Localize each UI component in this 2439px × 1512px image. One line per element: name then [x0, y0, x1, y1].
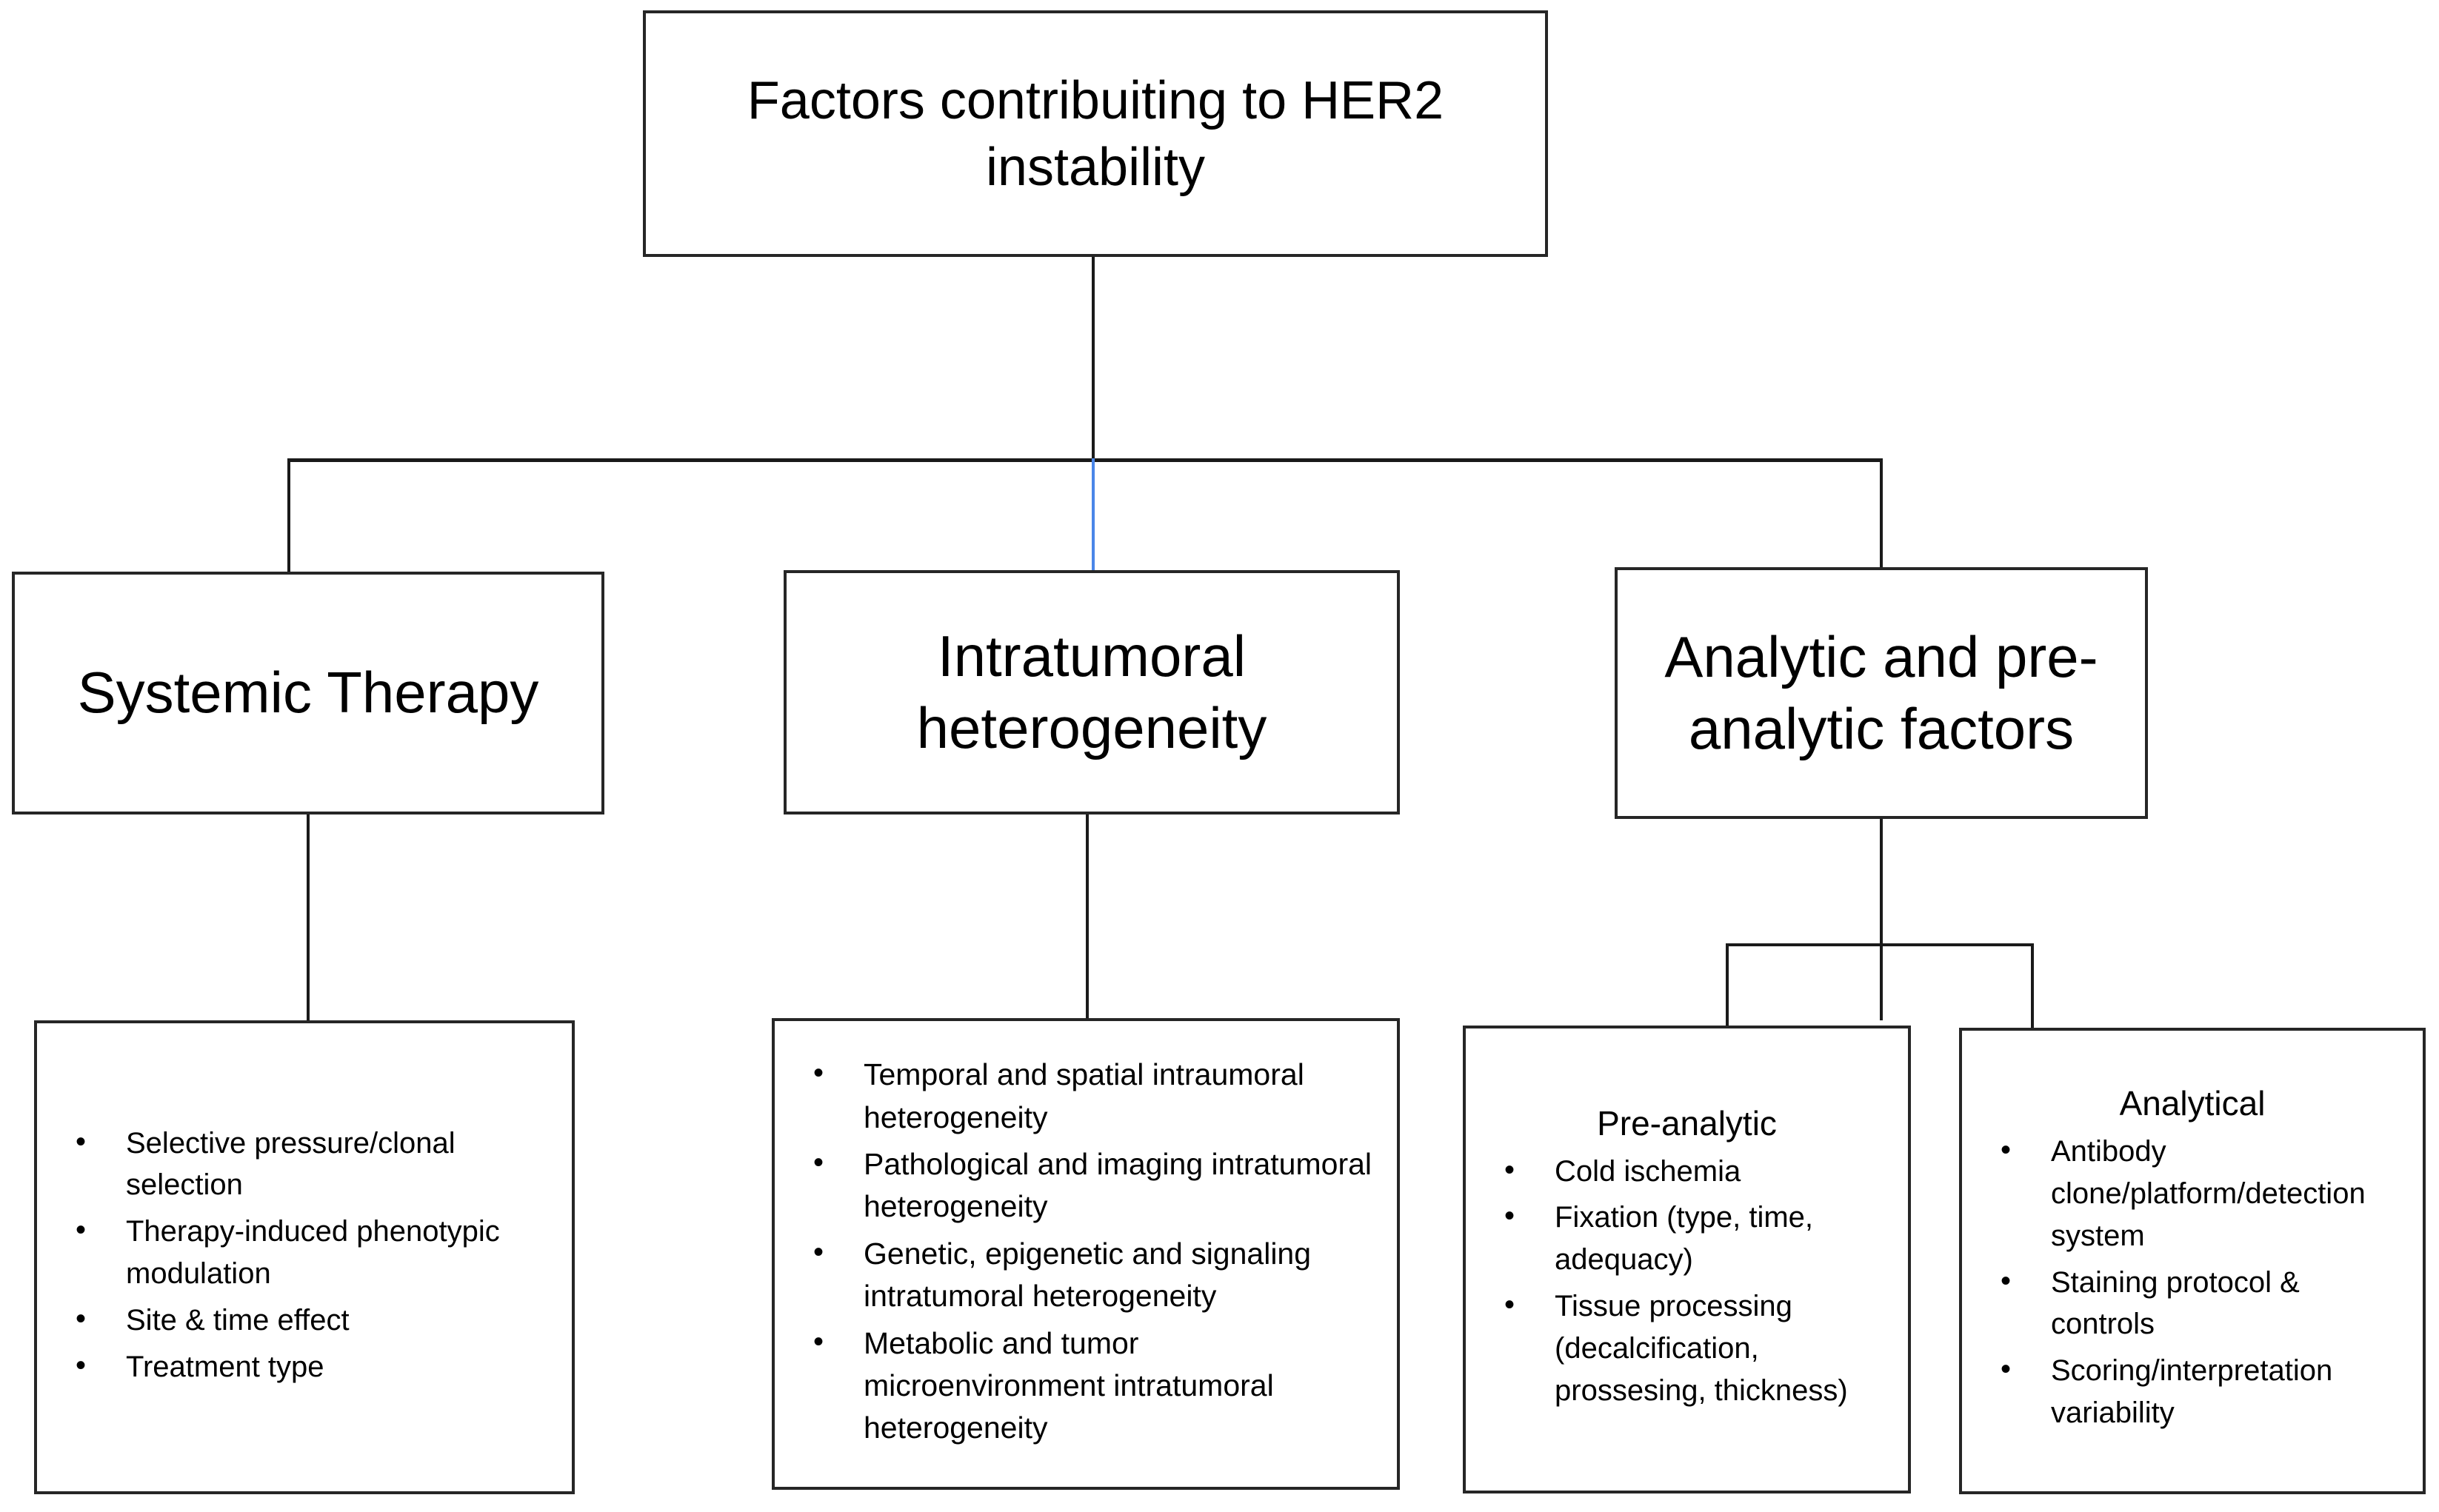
- list-item: Antibody clone/platform/detection system: [1996, 1129, 2406, 1257]
- connector-sub-bus-to-pre-analytic: [1726, 943, 1729, 1026]
- node-root[interactable]: Factors contribuiting to HER2 instabilit…: [643, 10, 1548, 257]
- list-item: Selective pressure/clonal selection: [71, 1121, 555, 1207]
- node-analytic-pre-analytic-factors[interactable]: Analytic and pre- analytic factors: [1615, 567, 2148, 819]
- node-intratumoral-heterogeneity-label: Intratumoral heterogeneity: [916, 623, 1267, 761]
- node-systemic-therapy-label: Systemic Therapy: [77, 660, 539, 726]
- list-item: Treatment type: [71, 1345, 555, 1388]
- node-analytical-list[interactable]: Analytical Antibody clone/platform/detec…: [1959, 1028, 2426, 1494]
- pre-analytic-heading: Pre-analytic: [1597, 1103, 1777, 1143]
- pre-analytic-bullet-list: Cold ischemia Fixation (type, time, adeq…: [1466, 1149, 1908, 1416]
- list-item: Genetic, epigenetic and signaling intrat…: [809, 1231, 1381, 1318]
- list-item: Tissue processing (decalcification, pros…: [1500, 1284, 1892, 1411]
- list-item: Therapy-induced phenotypic modulation: [71, 1209, 555, 1295]
- connector-intratumoral-to-list: [1086, 814, 1089, 1020]
- list-item: Site & time effect: [71, 1298, 555, 1342]
- connector-bus-to-analytic: [1880, 458, 1883, 569]
- list-item: Temporal and spatial intraumoral heterog…: [809, 1052, 1381, 1139]
- connector-bus-to-systemic-therapy: [287, 458, 290, 573]
- list-item: Pathological and imaging intratumoral he…: [809, 1142, 1381, 1228]
- list-item: Cold ischemia: [1500, 1149, 1892, 1193]
- connector-horizontal-bus: [287, 458, 1883, 462]
- node-systemic-therapy-list[interactable]: Selective pressure/clonal selection Ther…: [34, 1020, 575, 1494]
- node-intratumoral-heterogeneity[interactable]: Intratumoral heterogeneity: [784, 570, 1400, 814]
- intratumoral-heterogeneity-bullet-list: Temporal and spatial intraumoral heterog…: [775, 1052, 1397, 1454]
- connector-systemic-therapy-to-list: [307, 814, 310, 1022]
- analytical-heading: Analytical: [2119, 1084, 2266, 1123]
- connector-sub-bus-to-analytical: [2031, 943, 2034, 1028]
- connector-root-stem: [1092, 257, 1095, 461]
- connector-analytic-sub-bus: [1726, 943, 2034, 946]
- systemic-therapy-bullet-list: Selective pressure/clonal selection Ther…: [37, 1121, 572, 1393]
- connector-analytic-stem: [1880, 819, 1883, 1020]
- node-root-label: Factors contribuiting to HER2 instabilit…: [747, 70, 1444, 197]
- list-item: Scoring/interpretation variability: [1996, 1348, 2406, 1434]
- list-item: Staining protocol & controls: [1996, 1260, 2406, 1346]
- connector-bus-to-intratumoral: [1092, 458, 1095, 572]
- node-intratumoral-heterogeneity-list[interactable]: Temporal and spatial intraumoral heterog…: [772, 1018, 1400, 1490]
- node-analytic-pre-analytic-factors-label: Analytic and pre- analytic factors: [1664, 623, 2098, 762]
- analytical-bullet-list: Antibody clone/platform/detection system…: [1962, 1129, 2423, 1439]
- node-systemic-therapy[interactable]: Systemic Therapy: [12, 572, 604, 814]
- list-item: Fixation (type, time, adequacy): [1500, 1195, 1892, 1281]
- node-pre-analytic-list[interactable]: Pre-analytic Cold ischemia Fixation (typ…: [1463, 1026, 1911, 1493]
- list-item: Metabolic and tumor microenvironment int…: [809, 1321, 1381, 1450]
